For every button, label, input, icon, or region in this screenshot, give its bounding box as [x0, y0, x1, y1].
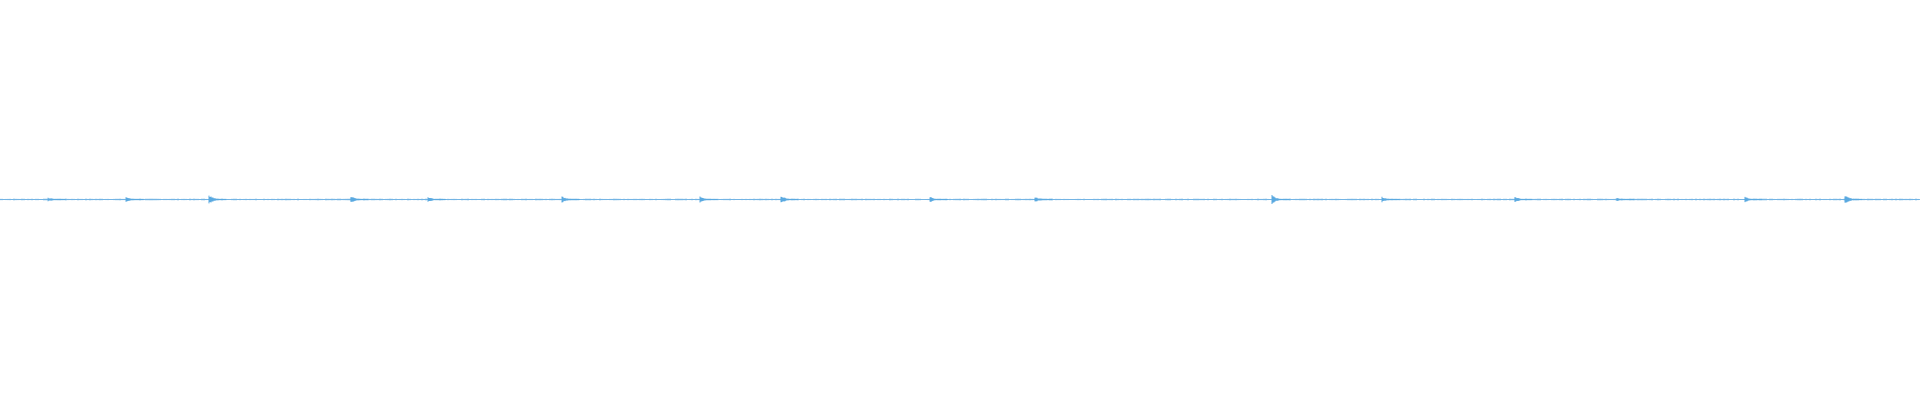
waveform-burst	[427, 197, 446, 202]
waveform-burst	[47, 197, 66, 202]
waveform-burst	[208, 195, 227, 204]
waveform-burst	[1616, 198, 1635, 201]
waveform-burst	[929, 197, 948, 202]
waveform-burst	[780, 196, 799, 203]
waveform-burst	[1744, 196, 1763, 203]
waveform-burst	[125, 197, 144, 202]
waveform-bursts	[0, 195, 1919, 204]
waveform-burst	[561, 196, 580, 203]
waveform-burst	[1514, 196, 1533, 203]
waveform-burst	[350, 197, 369, 202]
waveform-burst	[1034, 197, 1053, 202]
waveform-burst	[699, 196, 718, 203]
waveform-burst	[1381, 196, 1400, 203]
waveform-burst	[1271, 195, 1290, 204]
waveform-burst	[1844, 196, 1863, 203]
